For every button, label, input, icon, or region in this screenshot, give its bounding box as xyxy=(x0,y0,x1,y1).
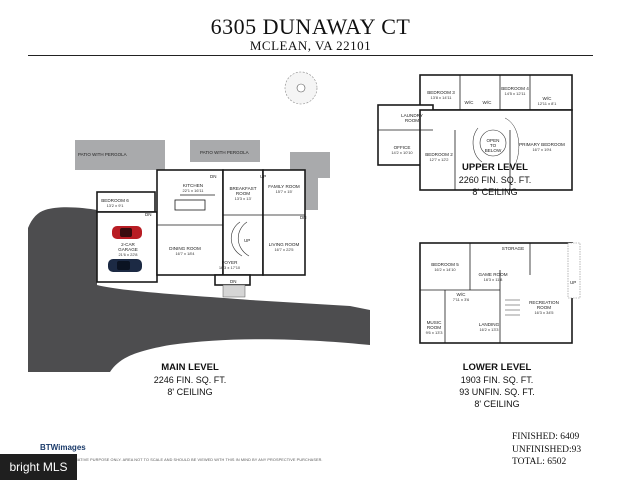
lower-stairs xyxy=(505,299,520,316)
room-wc-2: W/C xyxy=(482,100,492,105)
room-storage: STORAGE xyxy=(501,246,525,251)
front-step xyxy=(222,284,246,298)
mark-up-lower: UP xyxy=(570,280,577,285)
room-label-patio-left: PATIO WITH PERGOLA xyxy=(78,152,127,157)
main-level-caption: MAIN LEVEL 2246 FIN. SQ. FT. 8' CEILING xyxy=(130,362,250,398)
fountain-circle xyxy=(284,71,318,105)
main-level-interior-walls xyxy=(157,194,305,275)
upper-level-caption: UPPER LEVEL 2260 FIN. SQ. FT. 8' CEILING xyxy=(440,162,550,198)
mark-dn-3: DN xyxy=(230,279,237,284)
mark-dn-4: DN xyxy=(300,215,307,220)
lower-level-ceiling: 8' CEILING xyxy=(474,399,520,409)
upper-level-name: UPPER LEVEL xyxy=(462,162,528,173)
mark-dn-2: DN xyxy=(145,212,152,217)
upper-level-interior-walls xyxy=(378,75,531,190)
totals-block: FINISHED: 6409 UNFINISHED:93 TOTAL: 6502 xyxy=(512,431,581,469)
mark-dn-1: DN xyxy=(210,174,217,179)
main-stairs xyxy=(230,221,250,257)
room-open-to-below: OPEN TO BELOW xyxy=(484,138,502,153)
room-wc-1: W/C xyxy=(464,100,474,105)
main-level-plan xyxy=(96,169,306,286)
total-finished: FINISHED: 6409 xyxy=(512,432,580,442)
brand-logo: BTWimages xyxy=(40,443,86,452)
upper-open-to-below xyxy=(472,127,507,163)
mark-up-2: UP xyxy=(244,238,251,243)
upper-level-ceiling: 8' CEILING xyxy=(472,187,518,197)
patio-right-extension xyxy=(290,152,330,210)
upper-level-fin-sqft: 2260 FIN. SQ. FT. xyxy=(458,175,532,185)
mls-watermark: bright MLS xyxy=(0,454,77,480)
main-level-ceiling: 8' CEILING xyxy=(167,387,213,397)
total-unfinished: UNFINISHED:93 xyxy=(512,444,582,455)
patio-right xyxy=(190,140,260,162)
lower-level-unfin-sqft: 93 UNFIN. SQ. FT. xyxy=(459,387,535,397)
driveway xyxy=(28,207,370,372)
patio-left xyxy=(75,140,165,170)
upper-level-plan xyxy=(377,74,573,191)
garage-car-navy xyxy=(108,259,142,272)
lower-level-caption: LOWER LEVEL 1903 FIN. SQ. FT. 93 UNFIN. … xyxy=(432,362,562,410)
garage-car-red xyxy=(112,226,142,239)
header-divider xyxy=(28,55,593,56)
room-label-patio-right: PATIO WITH PERGOLA xyxy=(200,150,249,155)
lower-level-interior-walls xyxy=(420,243,531,343)
main-level-name: MAIN LEVEL xyxy=(161,362,219,373)
total-sqft: TOTAL: 6502 xyxy=(512,457,567,467)
property-city-line: MCLEAN, VA 22101 xyxy=(249,38,372,53)
lower-level-deck xyxy=(567,242,581,299)
room-laundry: LAUNDRY ROOM xyxy=(401,113,423,123)
upper-stair-rail xyxy=(504,117,520,166)
lower-level-name: LOWER LEVEL xyxy=(462,362,532,373)
main-level-fin-sqft: 2246 FIN. SQ. FT. xyxy=(153,375,227,385)
lower-level-fin-sqft: 1903 FIN. SQ. FT. xyxy=(460,375,534,385)
mark-up-1: UP xyxy=(260,174,267,179)
property-address: 6305 DUNAWAY CT xyxy=(210,14,411,39)
disclaimer-text: FOR ILLUSTRATIVE PURPOSE ONLY. AREA NOT … xyxy=(52,458,323,462)
